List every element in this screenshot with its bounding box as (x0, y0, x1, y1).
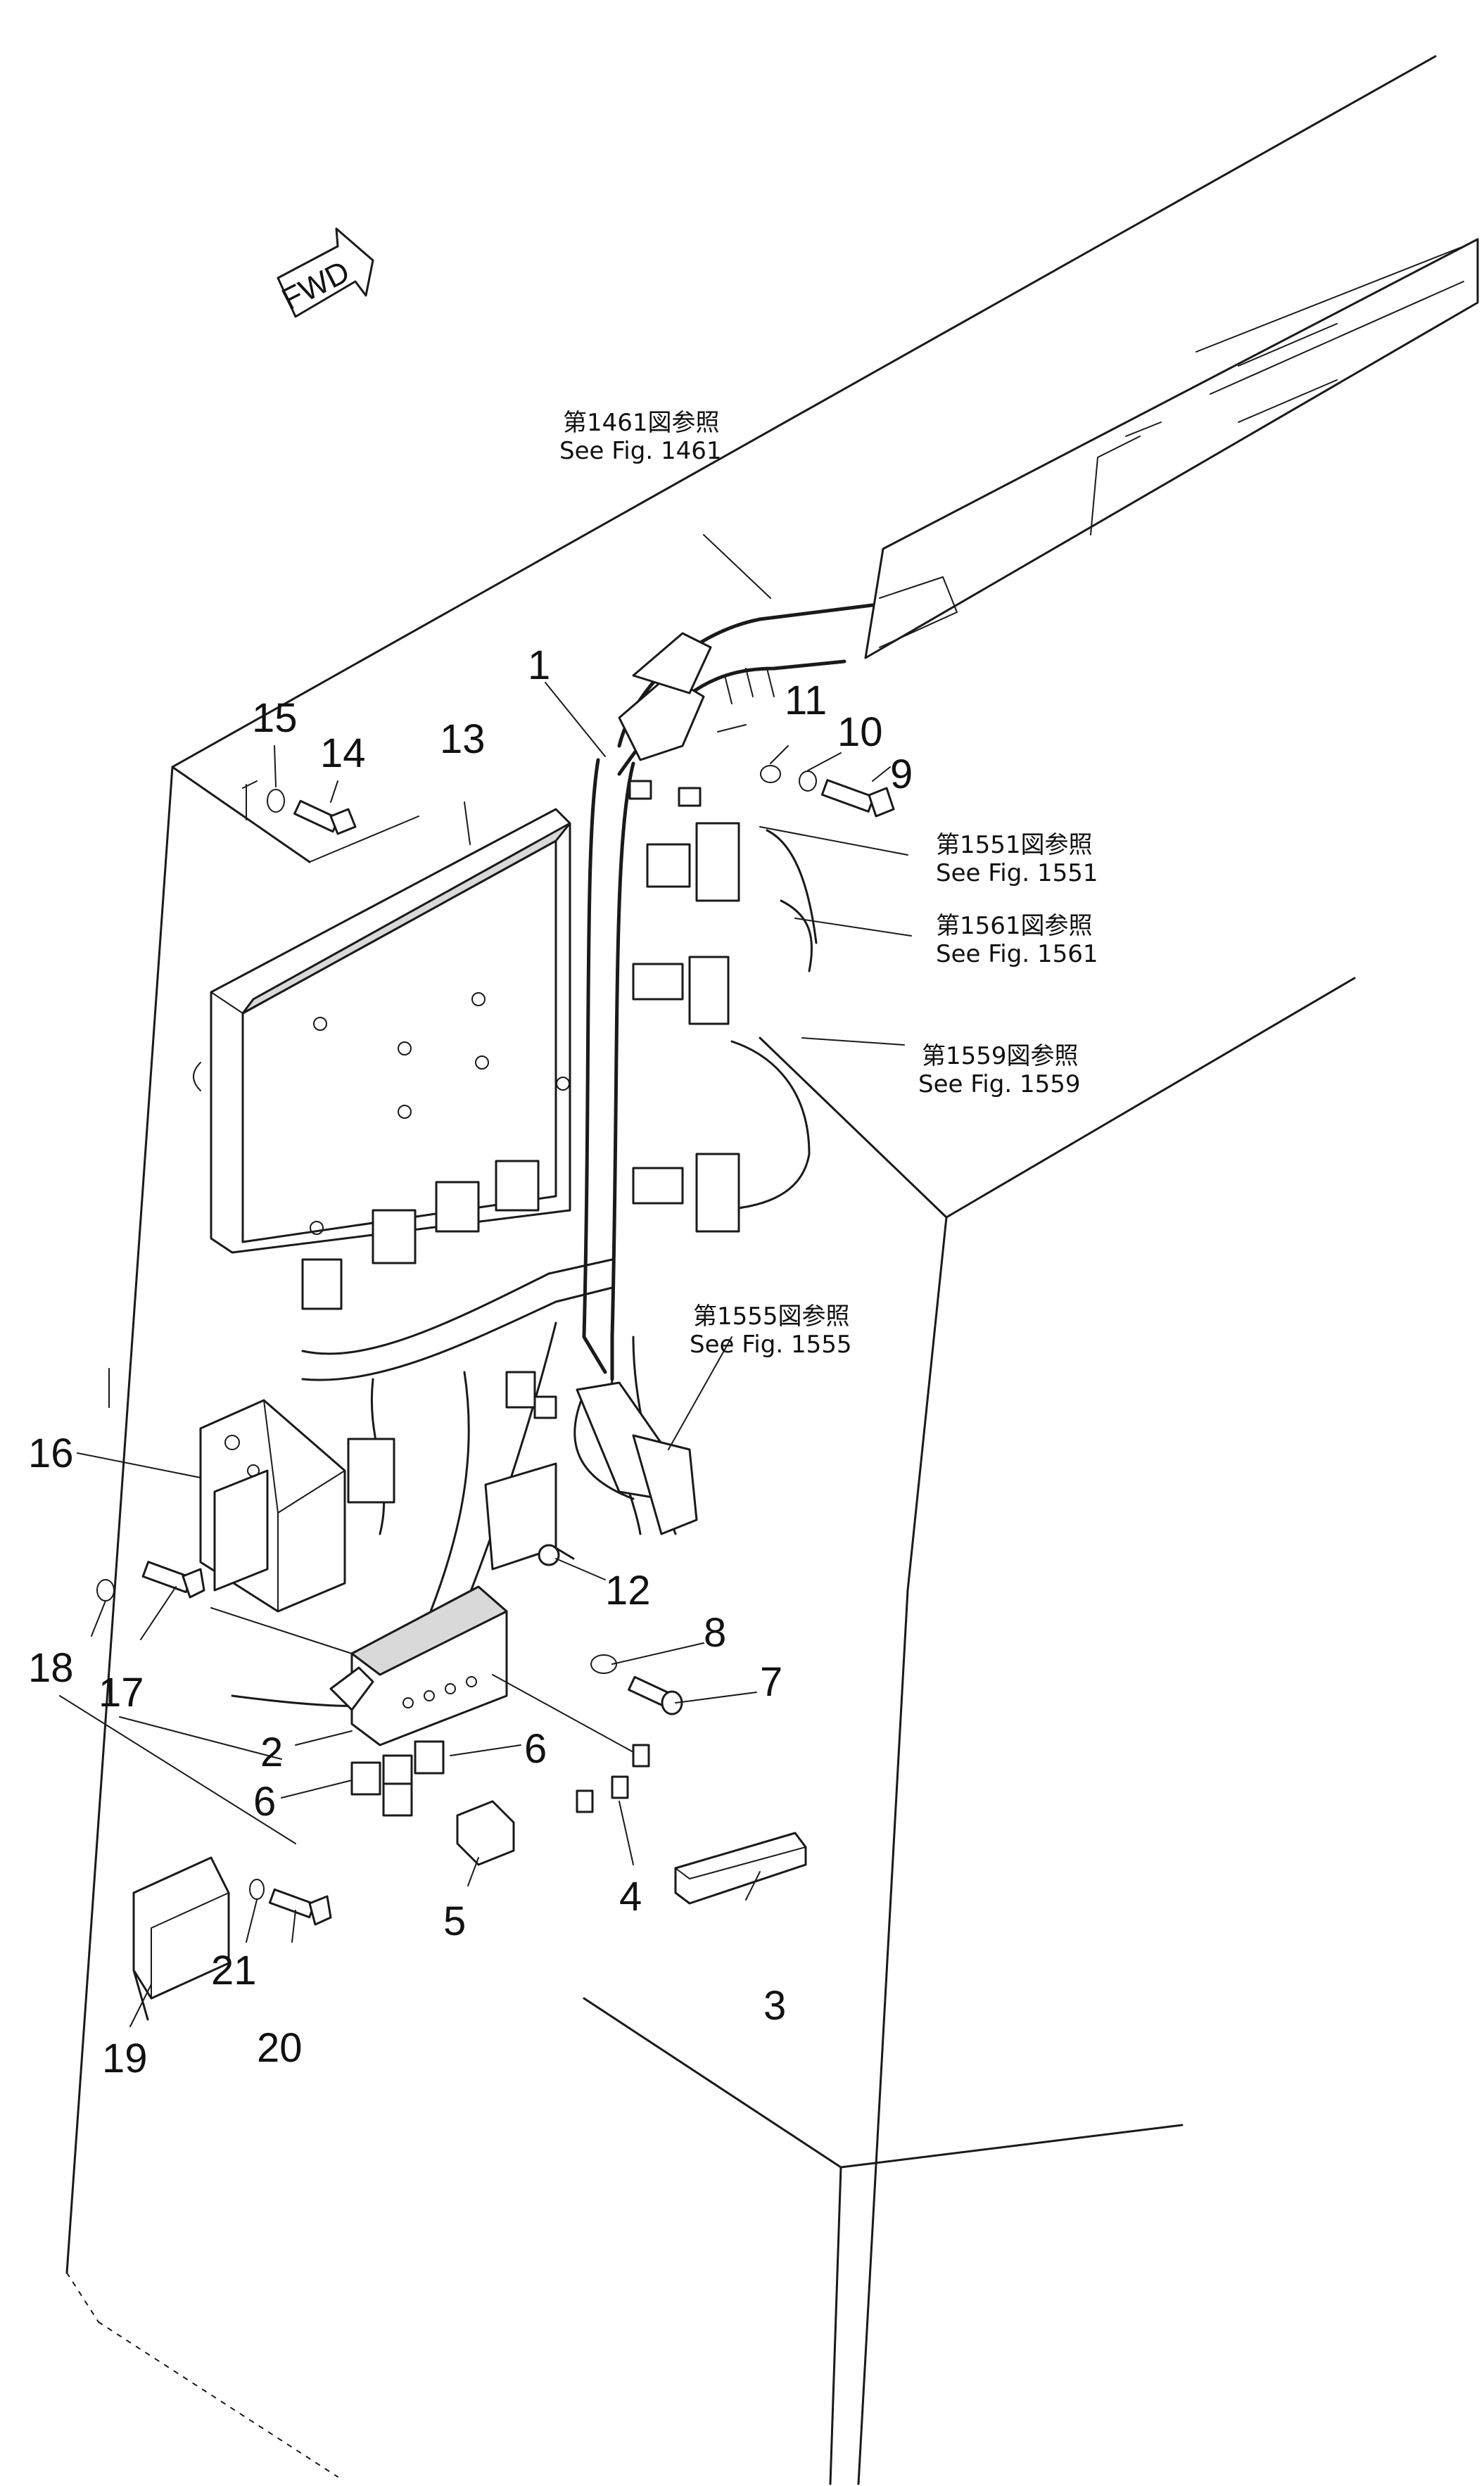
bolt-7 (628, 1675, 683, 1716)
label-15: 15 (252, 695, 298, 741)
handle (674, 1832, 807, 1905)
fasteners (96, 765, 895, 1926)
cover-bracket (132, 1856, 230, 2021)
bolt-9 (820, 779, 895, 818)
label-18: 18 (28, 1645, 74, 1691)
clamp-bracket (484, 1462, 575, 1571)
label-10: 10 (837, 709, 883, 755)
ref-1555-jp: 第1555図参照 (693, 1302, 850, 1331)
flasher-unit (456, 1800, 515, 1866)
relay-box (199, 1399, 346, 1613)
ref-1561-en: See Fig. 1561 (936, 940, 1098, 968)
ref-1461-en: See Fig. 1461 (559, 437, 721, 465)
figure-references: 第1461図参照 See Fig. 1461 第1551図参照 See Fig.… (559, 409, 1098, 1359)
label-4: 4 (619, 1874, 642, 1920)
label-6b: 6 (253, 1779, 276, 1825)
leader-lines (59, 534, 912, 2027)
ref-1555-en: See Fig. 1555 (690, 1331, 851, 1359)
label-21: 21 (211, 1948, 257, 1993)
ref-1551-jp: 第1551図参照 (936, 831, 1093, 859)
bolt-20 (268, 1888, 332, 1926)
relays (350, 1740, 445, 1817)
label-20: 20 (257, 2025, 303, 2071)
wire-harness (231, 603, 875, 1707)
label-5: 5 (443, 1898, 466, 1944)
label-14: 14 (320, 730, 366, 776)
bolt-17 (141, 1561, 205, 1599)
part-labels: 1 2 3 4 5 6 6 7 8 9 10 11 12 13 14 15 16… (28, 642, 913, 2081)
label-12: 12 (605, 1568, 651, 1613)
label-7: 7 (760, 1659, 782, 1705)
label-19: 19 (102, 2036, 148, 2081)
cabinet-outline (65, 55, 1437, 2485)
label-13: 13 (440, 716, 486, 762)
ref-1461-jp: 第1461図参照 (563, 409, 720, 437)
controller-box (193, 808, 571, 1254)
ref-1551-en: See Fig. 1551 (936, 859, 1098, 887)
label-1: 1 (528, 642, 550, 688)
label-2: 2 (260, 1730, 283, 1775)
ref-1559-en: See Fig. 1559 (918, 1070, 1080, 1098)
bolt-14 (293, 799, 357, 835)
fuse-box (329, 1585, 508, 1746)
label-6a: 6 (524, 1726, 547, 1772)
label-3: 3 (763, 1983, 786, 2029)
ref-1561-jp: 第1561図参照 (936, 912, 1093, 940)
upper-panel (864, 238, 1479, 659)
label-16: 16 (28, 1431, 74, 1476)
label-9: 9 (890, 751, 913, 797)
ref-1559-jp: 第1559図参照 (922, 1042, 1079, 1070)
label-11: 11 (785, 678, 827, 723)
label-8: 8 (704, 1610, 726, 1656)
label-17: 17 (99, 1670, 144, 1716)
fuses (576, 1744, 650, 1813)
fwd-arrow: FWD (277, 227, 374, 318)
